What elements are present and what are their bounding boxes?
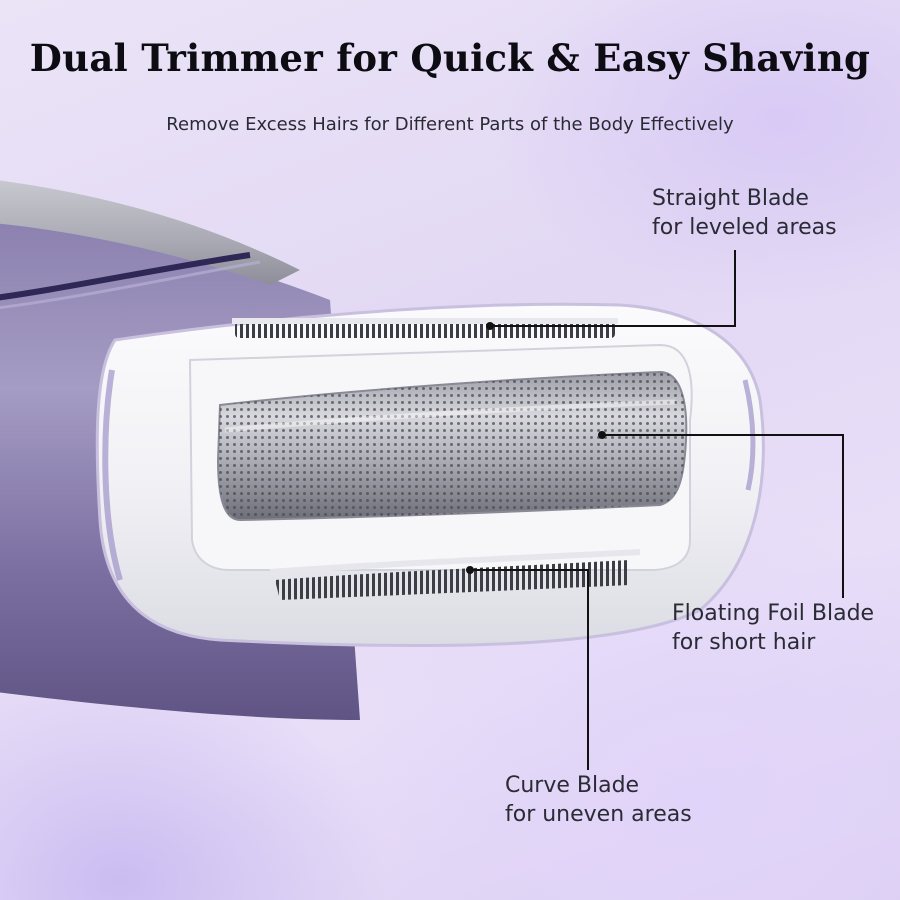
curve-blade-label-line1: Curve Blade [505, 773, 640, 798]
straight-blade-callout-line [490, 250, 736, 327]
callout-lines [466, 250, 844, 770]
curve-blade-callout-line [470, 569, 589, 770]
straight-blade-label-line1: Straight Blade [652, 186, 809, 211]
straight-blade [235, 322, 615, 338]
curve-blade-label: Curve Blade for uneven areas [505, 771, 692, 829]
shaver-band [0, 252, 251, 301]
straight-blade-label-line2: for leveled areas [652, 215, 837, 240]
curve-blade-label-line2: for uneven areas [505, 802, 692, 827]
straight-blade-label: Straight Blade for leveled areas [652, 184, 837, 242]
foil-blade-label-line2: for short hair [672, 630, 816, 655]
page-title: Dual Trimmer for Quick & Easy Shaving [29, 36, 871, 80]
foil-blade-callout-line [602, 434, 844, 598]
foil-blade-label-line1: Floating Foil Blade [672, 601, 875, 626]
page-subtitle: Remove Excess Hairs for Different Parts … [166, 114, 734, 135]
foil-blade-label: Floating Foil Blade for short hair [672, 599, 874, 657]
